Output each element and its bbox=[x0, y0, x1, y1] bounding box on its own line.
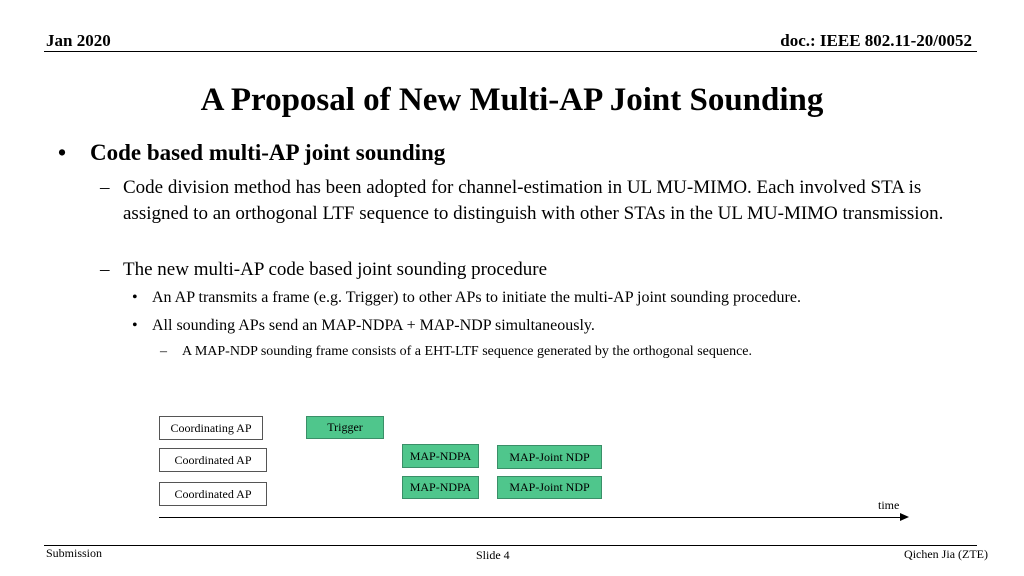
trigger-frame: Trigger bbox=[306, 416, 384, 439]
bullet-level3-text: All sounding APs send an MAP-NDPA + MAP-… bbox=[152, 317, 595, 334]
bullet-level4-text: A MAP-NDP sounding frame consists of a E… bbox=[182, 344, 752, 359]
time-axis-label: time bbox=[878, 498, 900, 512]
map-joint-ndp-frame: MAP-Joint NDP bbox=[497, 445, 602, 469]
dash-icon: – bbox=[100, 177, 110, 198]
footer-slide-number: Slide 4 bbox=[476, 548, 510, 562]
bullet-dot-icon: • bbox=[132, 289, 138, 306]
footer-rule bbox=[44, 545, 977, 546]
bullet-level2-text: Code division method has been adopted fo… bbox=[123, 177, 944, 224]
bullet-dot-icon: • bbox=[58, 140, 67, 165]
time-axis bbox=[159, 517, 903, 518]
dash-icon: – bbox=[160, 344, 167, 359]
map-ndpa-frame: MAP-NDPA bbox=[402, 476, 479, 499]
slide-title: A Proposal of New Multi-AP Joint Soundin… bbox=[200, 82, 824, 118]
map-joint-ndp-frame: MAP-Joint NDP bbox=[497, 476, 602, 499]
header-date: Jan 2020 bbox=[46, 31, 111, 50]
header-doc-id: doc.: IEEE 802.11-20/0052 bbox=[780, 31, 972, 50]
map-ndpa-frame: MAP-NDPA bbox=[402, 444, 479, 468]
bullet-level2-text: The new multi-AP code based joint soundi… bbox=[123, 259, 548, 280]
coordinated-ap-label: Coordinated AP bbox=[159, 448, 267, 472]
footer-author: Qichen Jia (ZTE) bbox=[904, 547, 988, 561]
coordinated-ap-label: Coordinated AP bbox=[159, 482, 267, 506]
dash-icon: – bbox=[100, 259, 110, 280]
coordinating-ap-label: Coordinating AP bbox=[159, 416, 263, 440]
bullet-dot-icon: • bbox=[132, 317, 138, 334]
header-rule bbox=[44, 51, 977, 52]
bullet-level3-text: An AP transmits a frame (e.g. Trigger) t… bbox=[152, 289, 801, 306]
bullet-level1-text: Code based multi-AP joint sounding bbox=[90, 140, 446, 165]
arrow-right-icon bbox=[900, 513, 909, 521]
footer-submission: Submission bbox=[46, 546, 103, 560]
